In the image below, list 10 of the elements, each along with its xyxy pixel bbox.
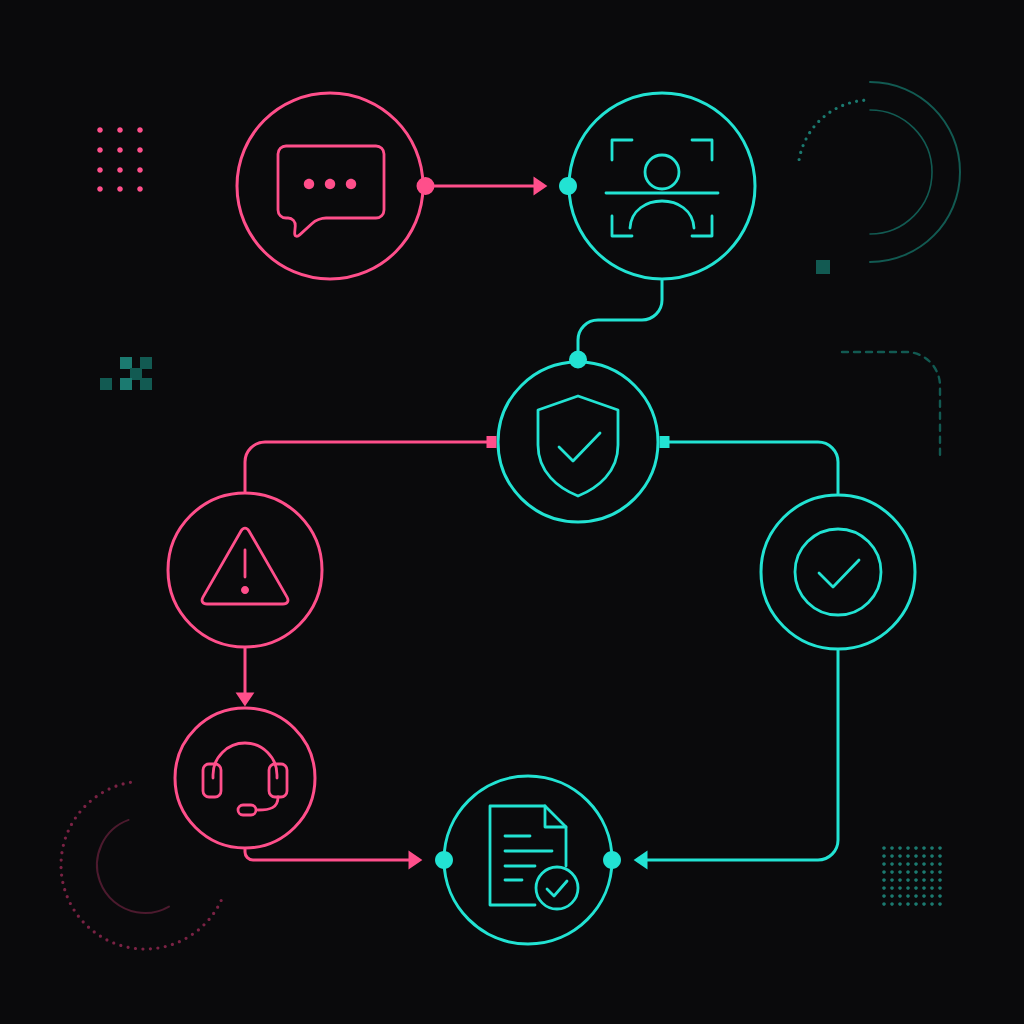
- step-circle: [166, 491, 324, 649]
- step-circle: [173, 706, 317, 850]
- step-circle: [759, 493, 917, 651]
- step-circle: [442, 774, 614, 946]
- step-circle: [567, 91, 757, 281]
- step-circle: [235, 91, 425, 281]
- connector: [243, 436, 497, 493]
- step-circle: [496, 360, 660, 524]
- connector: [569, 279, 664, 369]
- connector: [659, 436, 840, 495]
